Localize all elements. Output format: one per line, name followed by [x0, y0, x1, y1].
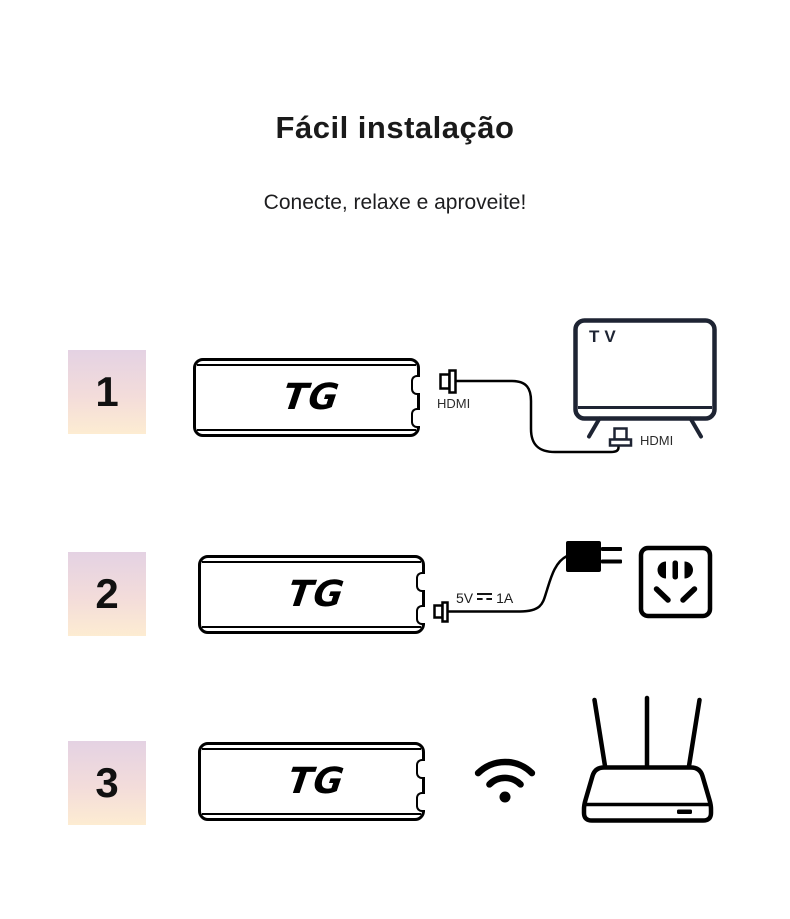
power-spec-label: 5V 1A	[456, 590, 513, 606]
tg-logo: TG	[280, 376, 343, 418]
device-port-icon	[416, 605, 425, 625]
hdmi-connector-icon	[439, 369, 457, 394]
power-adapter-icon	[566, 541, 622, 572]
power-plug-icon	[433, 601, 449, 623]
dc-current-symbol-icon	[477, 593, 493, 603]
hdmi-cable	[455, 379, 620, 454]
step-3-number: 3	[68, 741, 146, 825]
hdmi-cable-label: HDMI	[437, 396, 471, 411]
tg-logo: TG	[285, 760, 348, 802]
tv-hdmi-port-label: HDMI	[640, 433, 674, 448]
page-subtitle: Conecte, relaxe e aproveite!	[263, 191, 527, 214]
wifi-icon	[474, 758, 536, 803]
tg-device-step-3: TG	[198, 742, 425, 821]
tg-device-step-1: TG	[193, 358, 420, 437]
power-cable	[447, 554, 568, 613]
device-port-icon	[411, 408, 420, 428]
device-port-icon	[411, 375, 420, 395]
tg-logo: TG	[285, 573, 348, 615]
power-amps-label: 1A	[496, 590, 514, 606]
tv-hdmi-plug-icon	[608, 427, 633, 447]
tv-icon	[573, 318, 717, 439]
tv-screen-label: TV	[589, 327, 621, 346]
page-title: Fácil instalação	[275, 110, 515, 145]
router-icon	[581, 695, 714, 823]
step-2-number: 2	[68, 552, 146, 636]
device-port-icon	[416, 792, 425, 812]
step-1-number: 1	[68, 350, 146, 434]
wall-outlet-icon	[638, 545, 713, 619]
tg-device-step-2: TG	[198, 555, 425, 634]
device-port-icon	[416, 759, 425, 779]
device-port-icon	[416, 572, 425, 592]
power-volts-label: 5V	[456, 590, 474, 606]
